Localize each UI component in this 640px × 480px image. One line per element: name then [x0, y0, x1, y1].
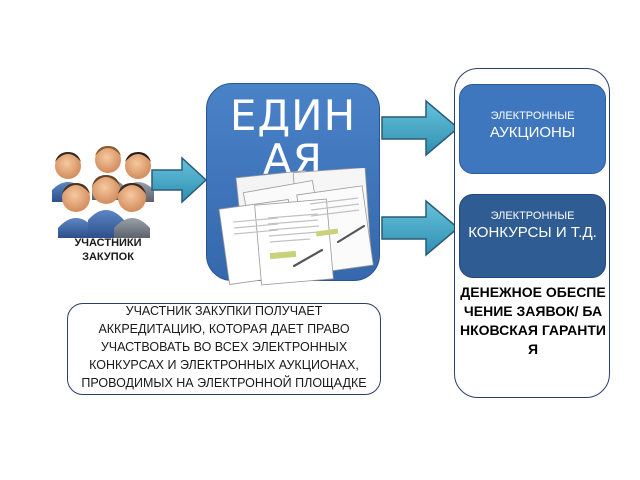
auctions-line2: АУКЦИОНЫ: [489, 124, 576, 141]
documents-stack-icon: [218, 168, 374, 286]
arrow-right-icon: [381, 99, 460, 157]
accreditation-note-text: УЧАСТНИК ЗАКУПКИ ПОЛУЧАЕТ АККРЕДИТАЦИЮ, …: [81, 304, 367, 390]
accreditation-note-box: УЧАСТНИК ЗАКУПКИ ПОЛУЧАЕТ АККРЕДИТАЦИЮ, …: [67, 303, 381, 395]
arrow-right-icon: [151, 156, 208, 204]
participants-label: УЧАСТНИКИ ЗАКУПОК: [74, 237, 142, 263]
contests-line2: КОНКУРСЫ И Т.Д.: [468, 224, 597, 241]
people-group-icon: [52, 146, 154, 238]
guarantee-text: ДЕНЕЖНОЕ ОБЕСПЕЧЕНИЕ ЗАЯВОК/ БАНКОВСКАЯ …: [460, 284, 606, 357]
center-title: ЕДИНАЯ: [229, 91, 357, 184]
electronic-contests-card: ЭЛЕКТРОННЫЕ КОНКУРСЫ И Т.Д.: [459, 194, 606, 278]
contests-line1: ЭЛЕКТРОННЫЕ: [490, 210, 575, 222]
arrow-right-icon: [381, 199, 460, 257]
electronic-auctions-card: ЭЛЕКТРОННЫЕ АУКЦИОНЫ: [459, 84, 606, 174]
auctions-line1: ЭЛЕКТРОННЫЕ: [490, 110, 575, 122]
